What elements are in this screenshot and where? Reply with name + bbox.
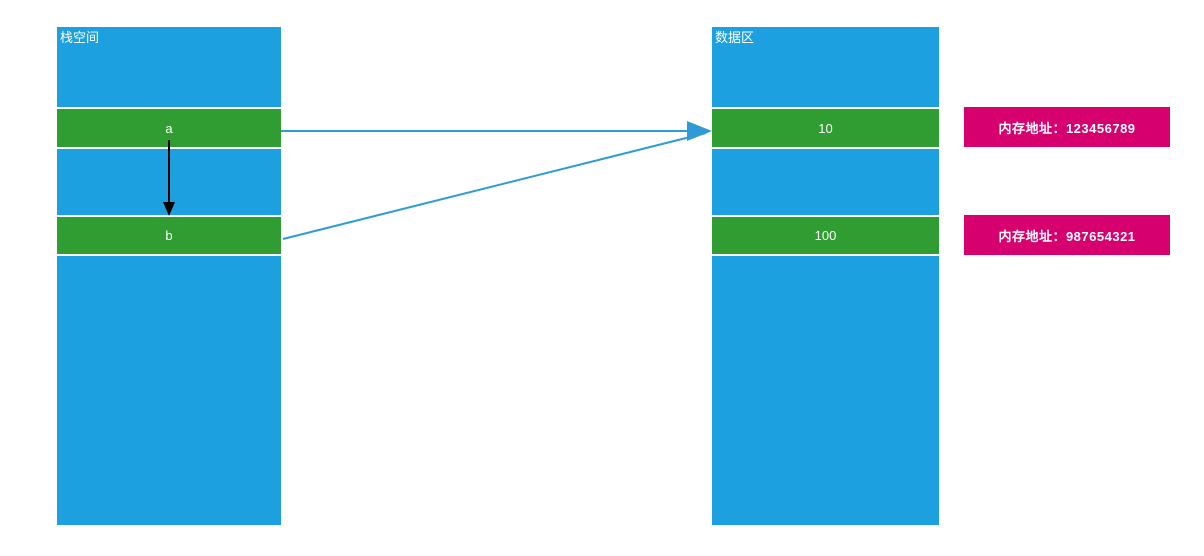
stack-cell-b: b: [57, 217, 281, 254]
data-cell-value100: 100: [712, 217, 939, 254]
data-column-title: 数据区: [715, 30, 755, 45]
stack-mid-segment: [57, 149, 281, 215]
stack-column-title: 栈空间: [60, 30, 100, 45]
stack-cell-a: a: [57, 109, 281, 147]
address-box-1-label: 内存地址：123456789: [998, 120, 1136, 136]
stack-cell-a-label: a: [165, 120, 173, 136]
stack-bottom-segment: [57, 256, 281, 525]
stack-top-segment: 栈空间: [57, 27, 281, 107]
address-box-2: 内存地址：987654321: [964, 215, 1170, 255]
data-cell-value10-label: 10: [818, 120, 833, 136]
data-mid-segment: [712, 149, 939, 215]
data-top-segment: 数据区: [712, 27, 939, 107]
stack-column: 栈空间 a b: [57, 27, 281, 525]
data-cell-value100-label: 100: [814, 228, 837, 243]
data-cell-value10: 10: [712, 109, 939, 147]
arrowhead-to-value10-icon: [687, 121, 712, 141]
data-column: 数据区 10 100: [712, 27, 939, 525]
stack-cell-b-label: b: [165, 228, 173, 243]
address-box-2-label: 内存地址：987654321: [998, 228, 1136, 244]
arrow-b-to-value10: [282, 132, 707, 240]
address-box-1: 内存地址：123456789: [964, 107, 1170, 147]
data-bottom-segment: [712, 256, 939, 525]
